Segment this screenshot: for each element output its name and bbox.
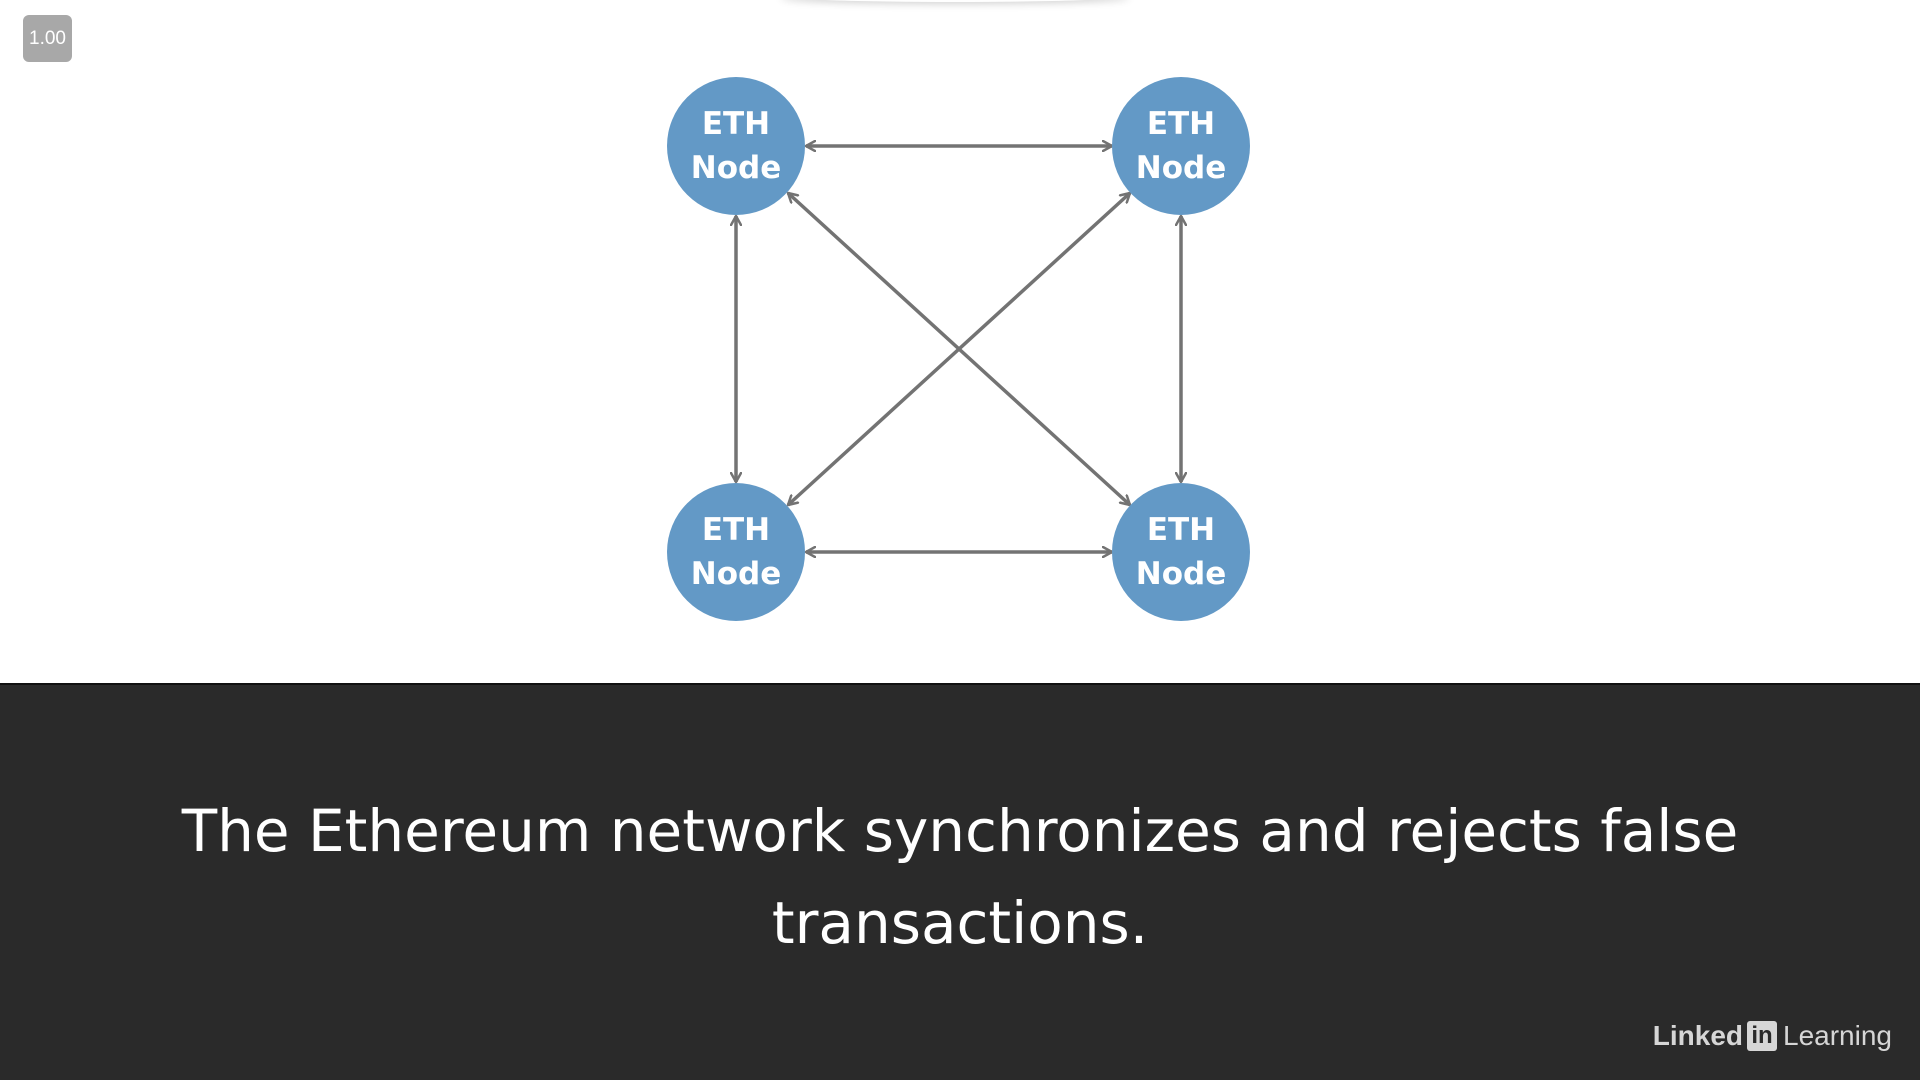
- eth-node-label: ETH Node: [666, 508, 806, 596]
- ethereum-network-diagram: [667, 77, 1250, 621]
- playback-speed-badge[interactable]: 1.00: [23, 15, 72, 62]
- eth-node-circle-bottom-right: [1112, 483, 1250, 621]
- eth-node-line1: ETH: [701, 106, 771, 142]
- connection-arrow-diagonal-2: [788, 191, 1130, 507]
- eth-node-line2: Node: [1135, 150, 1227, 186]
- eth-node-line2: Node: [690, 556, 782, 592]
- eth-node-label: ETH Node: [1111, 508, 1251, 596]
- linkedin-learning-logo: Linked in Learning: [1653, 1020, 1892, 1052]
- eth-node-line2: Node: [1135, 556, 1227, 592]
- eth-node-line1: ETH: [1146, 512, 1216, 548]
- caption-text: The Ethereum network synchronizes and re…: [181, 797, 1739, 957]
- eth-node-line1: ETH: [1146, 106, 1216, 142]
- eth-node-circle-top-right: [1112, 77, 1250, 215]
- eth-node-label: ETH Node: [1111, 102, 1251, 190]
- eth-node-line1: ETH: [701, 512, 771, 548]
- video-frame: 1.00 ETH Node: [23, 15, 1251, 621]
- brand-in-icon: in: [1747, 1021, 1778, 1051]
- eth-node-line2: Node: [690, 150, 782, 186]
- brand-learning-text: Learning: [1783, 1020, 1892, 1051]
- eth-node-circle-bottom-left: [667, 483, 805, 621]
- eth-node-label: ETH Node: [666, 102, 806, 190]
- caption-bar: The Ethereum network synchronizes and re…: [0, 683, 1920, 1080]
- brand-linked-text: Linked: [1652, 1020, 1744, 1051]
- eth-node-circle-top-left: [667, 77, 805, 215]
